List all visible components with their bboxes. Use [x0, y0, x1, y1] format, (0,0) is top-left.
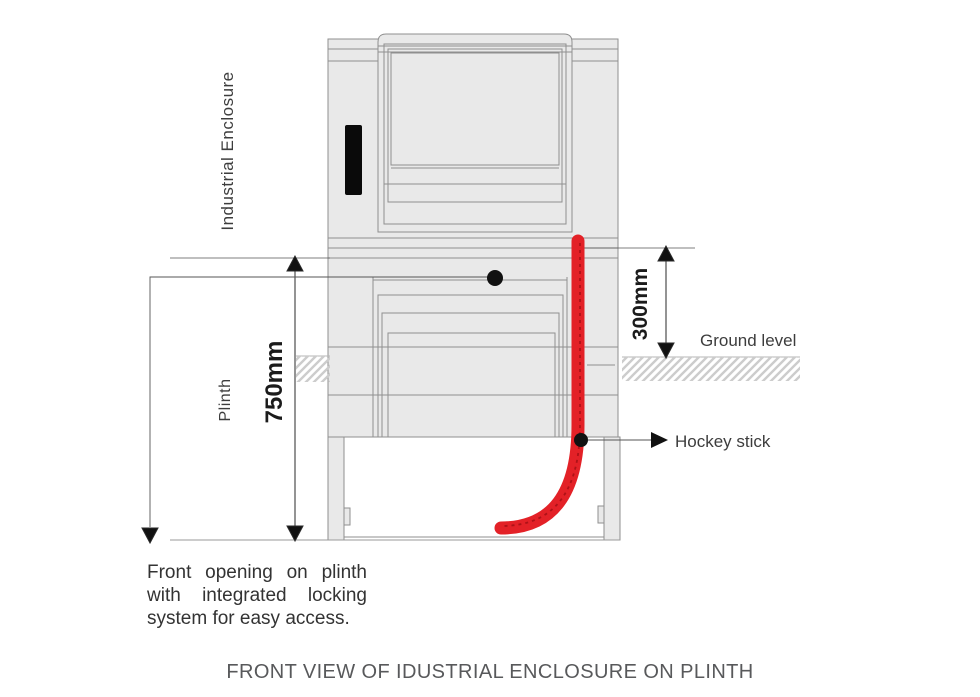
front-opening-note: Front opening on plinth with integrated …	[147, 562, 367, 629]
arrow-right-icon	[651, 432, 668, 448]
arrow-down-icon	[286, 525, 304, 543]
hockey-stick-bend-dot	[574, 433, 588, 447]
lower-door-inner-frame	[381, 312, 560, 437]
diagram-caption: FRONT VIEW OF IDUSTRIAL ENCLOSURE ON PLI…	[226, 661, 754, 683]
dimension-750	[141, 254, 503, 545]
dimension-300-value: 300mm	[629, 267, 652, 341]
dimension-300	[584, 244, 695, 360]
lower-door-inner-frame	[377, 294, 564, 437]
door-handle	[345, 125, 362, 195]
industrial-enclosure-label: Industrial Enclosure	[218, 71, 237, 231]
arrow-up-icon	[286, 254, 304, 272]
arrow-down-icon	[657, 342, 675, 360]
upper-door-inner-frame	[383, 43, 567, 225]
plinth-leg-left	[327, 436, 345, 541]
lower-door-inner-frame	[387, 332, 556, 437]
ground-level-label: Ground level	[700, 331, 797, 350]
dimension-750-value: 750mm	[261, 340, 288, 424]
arrow-up-icon	[657, 244, 675, 262]
hockey-stick	[494, 234, 668, 535]
plinth-lock-bracket-right	[597, 505, 605, 524]
hockey-stick-label: Hockey stick	[675, 432, 771, 451]
plinth-leg-right	[603, 436, 621, 541]
upper-door-window-panel	[390, 52, 560, 166]
upper-door-inner-frame	[387, 48, 563, 203]
ground-level-marking	[296, 355, 800, 382]
arrow-down-icon	[141, 527, 159, 545]
ground-hatch-left	[296, 356, 330, 382]
ground-hatch-right	[622, 357, 800, 381]
plinth-lock-bracket-left	[343, 507, 351, 526]
enclosure-body	[327, 33, 619, 438]
upper-door-frame	[377, 33, 573, 233]
plinth-section	[170, 277, 621, 541]
plinth-label: Plinth	[217, 378, 234, 422]
lock-leader-line	[149, 276, 495, 527]
lock-point-dot	[487, 270, 503, 286]
